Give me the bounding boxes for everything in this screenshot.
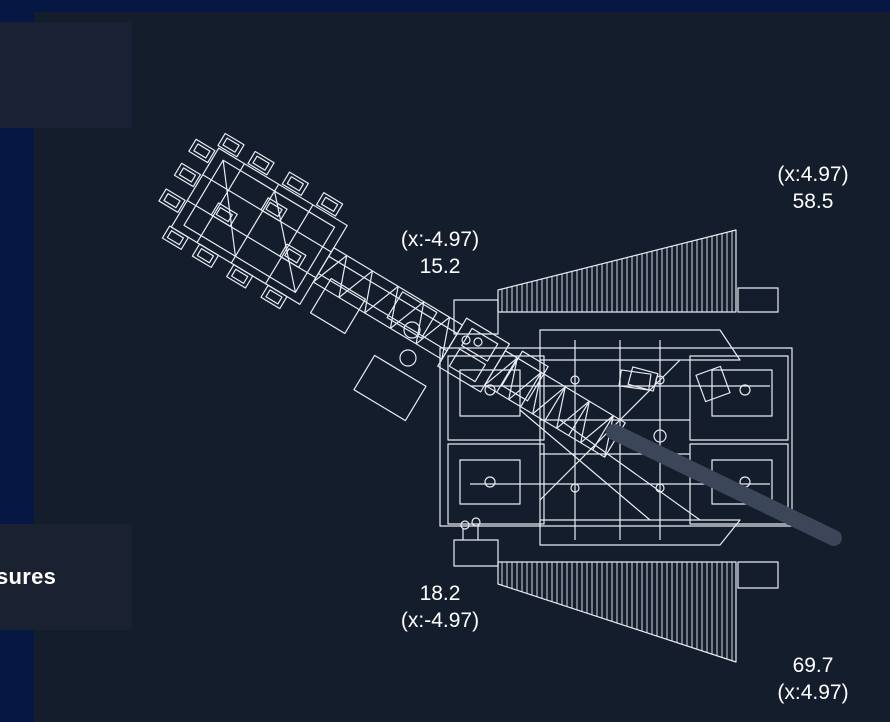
measurement-lower-left: 18.2 (x:-4.97) [372, 580, 508, 634]
boom-handle[interactable] [606, 424, 842, 546]
outrigger-pad-lower [497, 561, 737, 663]
measurement-value: 15.2 [419, 255, 461, 278]
measurement-coordinate: (x:-4.97) [400, 228, 480, 251]
side-card-bottom-label: sures [0, 564, 57, 589]
boom-lattice [158, 132, 626, 458]
measurement-value: 18.2 [419, 582, 461, 605]
outrigger-pad-upper [497, 229, 737, 313]
measurement-value: 58.5 [792, 190, 834, 213]
measurement-upper-right: (x:4.97) 58.5 [748, 161, 878, 215]
undercarriage-frame [439, 287, 793, 589]
measurement-upper-left: (x:-4.97) 15.2 [372, 226, 508, 280]
measurement-coordinate: (x:-4.97) [400, 609, 480, 632]
drawing-panel [34, 12, 890, 722]
cab-blocks [309, 277, 652, 422]
measurement-coordinate: (x:4.97) [777, 163, 849, 186]
side-card-bottom[interactable] [0, 524, 132, 630]
side-card-top[interactable] [0, 22, 132, 128]
measurement-value: 69.7 [792, 654, 834, 677]
measurement-lower-right: 69.7 (x:4.97) [748, 652, 878, 706]
measurement-coordinate: (x:4.97) [777, 681, 849, 704]
